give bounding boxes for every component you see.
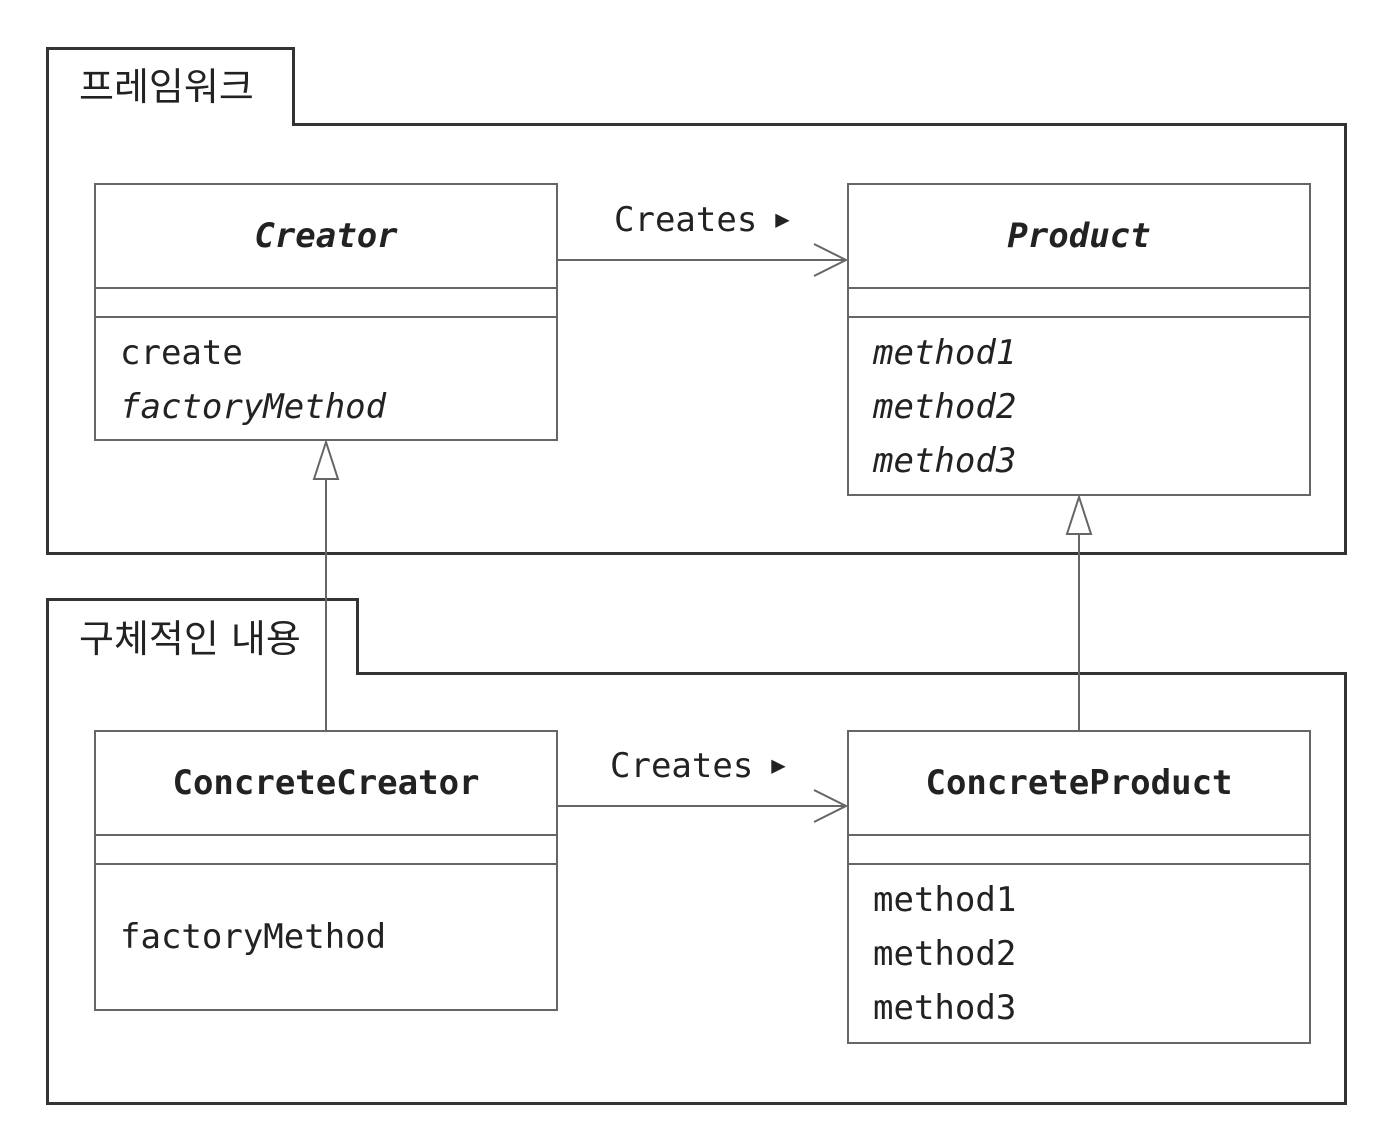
creator-operation-create: create [120, 333, 243, 373]
association-label-top: Creates ▶ [614, 203, 790, 237]
creator-operation-factory-method: factoryMethod [120, 387, 387, 427]
association-label-bottom-text: Creates [610, 746, 754, 786]
concrete-creator-attributes-compartment [96, 836, 556, 865]
concrete-package-tab: 구체적인 내용 [46, 598, 359, 675]
framework-package [46, 123, 1347, 555]
product-operation-method2: method2 [873, 387, 1017, 427]
concrete-package [46, 672, 1347, 1105]
concrete-creator-operations-compartment: factoryMethod [96, 865, 556, 964]
framework-package-tab: 프레임워크 [46, 47, 295, 126]
creator-attributes-compartment [96, 289, 556, 318]
concrete-product-attributes-compartment [849, 836, 1309, 865]
product-operations-compartment: method1 method2 method3 [849, 318, 1309, 488]
product-operation-method1: method1 [873, 333, 1017, 373]
product-class-name: Product [849, 185, 1309, 289]
creator-class: Creator create factoryMethod [94, 183, 558, 441]
product-class: Product method1 method2 method3 [847, 183, 1311, 496]
product-operation-method3: method3 [873, 441, 1017, 481]
direction-triangle-icon: ▶ [771, 751, 786, 779]
concrete-product-operation-method3: method3 [873, 988, 1017, 1028]
association-arrowhead-top [813, 243, 849, 277]
association-arrowhead-bottom [813, 789, 849, 823]
generalization-arrowhead-product [1065, 493, 1093, 535]
product-attributes-compartment [849, 289, 1309, 318]
creator-operations-compartment: create factoryMethod [96, 318, 556, 434]
framework-package-label: 프레임워크 [79, 65, 254, 109]
concrete-product-operations-compartment: method1 method2 method3 [849, 865, 1309, 1035]
association-label-top-text: Creates [614, 200, 758, 240]
concrete-package-label: 구체적인 내용 [79, 617, 301, 661]
concrete-creator-class: ConcreteCreator factoryMethod [94, 730, 558, 1011]
generalization-arrowhead-creator [312, 438, 340, 480]
association-label-bottom: Creates ▶ [610, 749, 786, 783]
concrete-creator-operation-factory-method: factoryMethod [120, 917, 387, 957]
concrete-product-class-name: ConcreteProduct [849, 732, 1309, 836]
concrete-product-operation-method1: method1 [873, 880, 1017, 920]
creator-class-name: Creator [96, 185, 556, 289]
concrete-product-class: ConcreteProduct method1 method2 method3 [847, 730, 1311, 1044]
concrete-product-operation-method2: method2 [873, 934, 1017, 974]
direction-triangle-icon: ▶ [775, 205, 790, 233]
concrete-creator-class-name: ConcreteCreator [96, 732, 556, 836]
